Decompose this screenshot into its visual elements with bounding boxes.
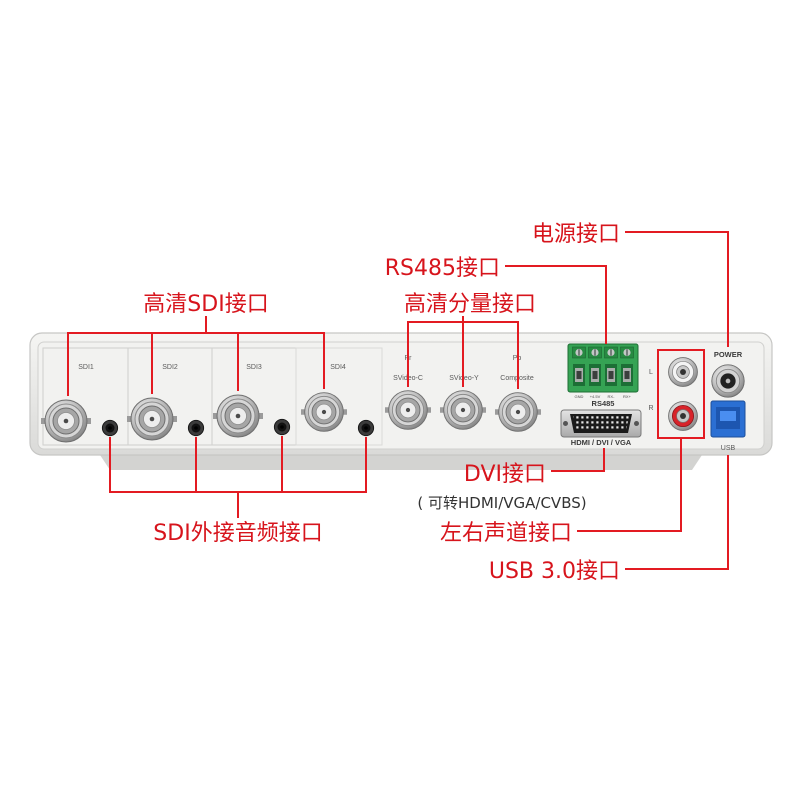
annotation-usb: USB 3.0接口: [489, 455, 729, 584]
sdi1-label: SDI1: [78, 364, 94, 371]
sdi4-section: [295, 347, 383, 446]
annotation-power: 电源接口: [532, 222, 729, 347]
rs485-panel-label: RS485: [592, 399, 615, 408]
annotation-power-text: 电源接口: [532, 222, 620, 247]
annotation-audio-lr-text: 左右声道接口: [440, 521, 572, 546]
dvi-pin-grid: [573, 416, 629, 431]
terminal-cell-power: [588, 346, 602, 387]
dvi-connector: HDMI / DVI / VGA: [560, 409, 642, 447]
sdi4-label: SDI4: [330, 364, 346, 371]
annotation-rs485-text: RS485接口: [385, 256, 500, 281]
power-panel-label: POWER: [714, 350, 743, 359]
rs485-pin-power: +4.5V: [590, 394, 601, 399]
annotation-dvi-text: DVI接口: [464, 462, 546, 487]
annotation-sdi-audio: SDI外接音频接口: [109, 436, 367, 546]
annotation-usb-text: USB 3.0接口: [489, 559, 620, 584]
annotation-hd-sdi: 高清SDI接口: [67, 292, 325, 396]
audio-left-label: L: [649, 369, 653, 376]
sdi2-label: SDI2: [162, 364, 178, 371]
annotation-sdi-audio-text: SDI外接音频接口: [153, 521, 322, 546]
leader-line-dvi: [551, 448, 605, 472]
svideo-y-label: SVideo-Y: [449, 375, 479, 382]
annotation-hd-component-text: 高清分量接口: [404, 292, 536, 317]
device-base-shadow: [98, 452, 704, 470]
dvi-screw-right: [634, 421, 639, 426]
terminal-cell-rx-minus: [604, 346, 618, 387]
audio-jack-sdi1: [101, 419, 119, 437]
rs485-pin-gnd: GND: [575, 394, 584, 399]
annotation-rs485: RS485接口: [385, 256, 607, 344]
dvi-screw-left: [563, 421, 568, 426]
annotation-dvi-note: ( 可转HDMI/VGA/CVBS): [417, 494, 586, 512]
terminal-cell-gnd: [572, 346, 586, 387]
usb-panel-label: USB: [721, 445, 736, 452]
power-jack: [711, 364, 745, 398]
rs485-pin-rx-plus: RX+: [623, 394, 632, 399]
leader-line-audio-lr: [577, 438, 682, 532]
rca-jack-left: [668, 357, 698, 387]
terminal-cell-rx-plus: [620, 346, 634, 387]
dvi-panel-label: HDMI / DVI / VGA: [571, 438, 632, 447]
analog-audio-lr: L R: [648, 357, 698, 431]
audio-jack-sdi2: [187, 419, 205, 437]
usb-port-tongue: [720, 411, 736, 421]
power-port: POWER: [711, 350, 745, 398]
audio-jack-sdi4: [357, 419, 375, 437]
sdi3-label: SDI3: [246, 364, 262, 371]
audio-right-label: R: [648, 405, 653, 412]
annotation-dvi: DVI接口 ( 可转HDMI/VGA/CVBS): [417, 448, 605, 512]
usb-port: USB: [710, 400, 746, 452]
annotation-hd-sdi-text: 高清SDI接口: [143, 292, 268, 317]
leader-line-rs485: [505, 265, 607, 344]
audio-jack-sdi3: [273, 418, 291, 436]
rs485-terminal-block: GND +4.5V RX- RX+ RS485: [567, 343, 639, 408]
leader-line-usb: [625, 455, 729, 570]
rca-jack-right: [668, 401, 698, 431]
annotation-hd-component: 高清分量接口: [404, 292, 536, 389]
leader-line-power: [625, 231, 729, 347]
annotation-audio-lr: 左右声道接口: [440, 349, 705, 546]
rs485-pin-rx-minus: RX-: [608, 394, 616, 399]
